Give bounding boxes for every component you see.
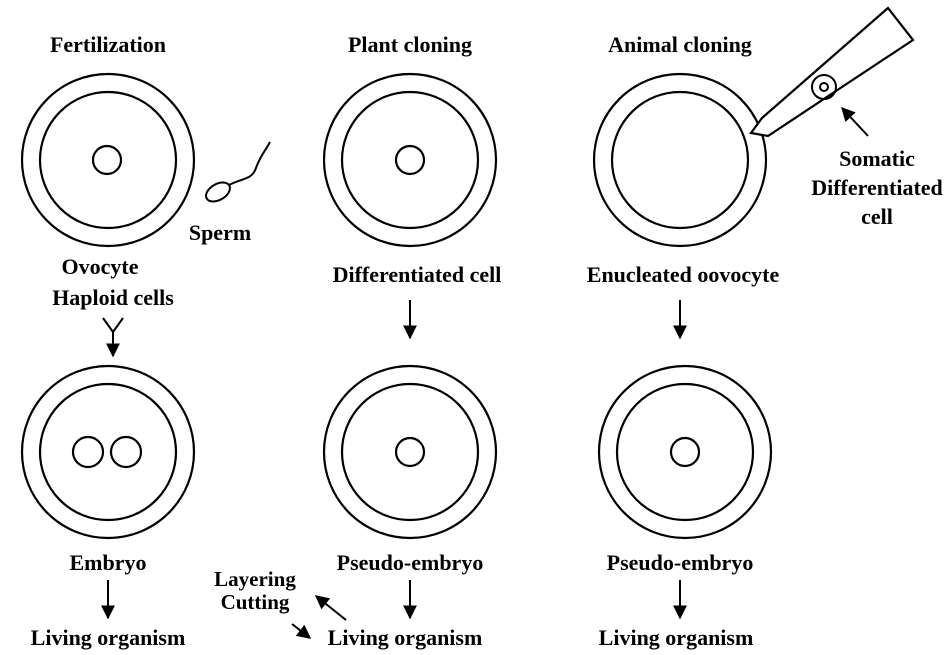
cutting-arrow <box>292 624 310 638</box>
plant-outcome-label: Living organism <box>328 625 483 650</box>
layering-label: Layering <box>214 567 296 591</box>
plant-pseudo-embryo-cell <box>324 366 496 538</box>
enucleated-oocyte-label: Enucleated oovocyte <box>587 262 780 287</box>
animal-outcome-label: Living organism <box>599 625 754 650</box>
differentiated-cell-label: Differentiated cell <box>333 262 502 287</box>
somatic-label-line2: Differentiated <box>811 175 943 200</box>
embryo-label: Embryo <box>70 550 147 575</box>
title-plant-cloning: Plant cloning <box>348 32 472 57</box>
enucleated-oocyte-cell <box>594 74 766 246</box>
ovocyte-label: Ovocyte <box>62 254 139 279</box>
merge-arrow <box>103 318 123 356</box>
somatic-pointer-arrow <box>842 108 868 136</box>
somatic-label-line1: Somatic <box>839 146 915 171</box>
sperm-cell <box>203 142 270 205</box>
layering-arrow <box>316 596 346 620</box>
embryo-cell <box>22 366 194 538</box>
title-animal-cloning: Animal cloning <box>608 32 752 57</box>
ovocyte-cell <box>22 74 194 246</box>
sperm-label: Sperm <box>189 220 251 245</box>
animal-pseudo-embryo-cell <box>599 366 771 538</box>
fertilization-outcome-label: Living organism <box>31 625 186 650</box>
differentiated-cell <box>324 74 496 246</box>
haploid-cells-label: Haploid cells <box>52 285 174 310</box>
plant-pseudo-embryo-label: Pseudo-embryo <box>337 550 484 575</box>
micropipette <box>751 8 913 136</box>
cutting-label: Cutting <box>221 590 290 614</box>
title-fertilization: Fertilization <box>50 32 166 57</box>
animal-pseudo-embryo-label: Pseudo-embryo <box>607 550 754 575</box>
somatic-label-line3: cell <box>861 204 893 229</box>
